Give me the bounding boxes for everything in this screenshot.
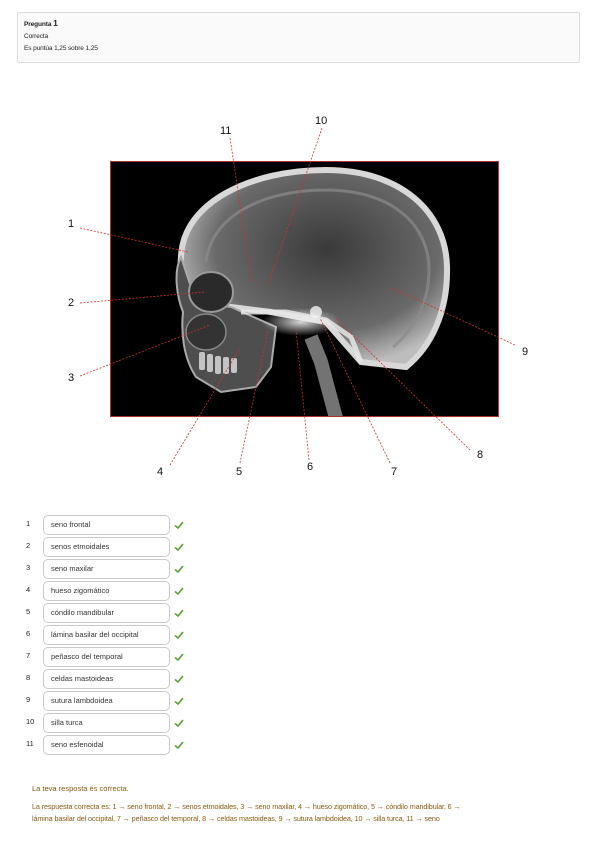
question-info-box: Pregunta 1 Correcta Es puntúa 1,25 sobre…: [17, 12, 580, 63]
answer-row: 4 hueso zigomático: [26, 581, 226, 602]
skull-xray-drawing: [175, 166, 451, 416]
answer-row: 9 sutura lambdoidea: [26, 691, 226, 712]
check-icon: [174, 587, 184, 596]
answer-select-7[interactable]: peñasco del temporal: [43, 647, 170, 667]
answer-number: 10: [26, 717, 35, 726]
figure-label-1: 1: [68, 218, 75, 230]
answer-select-6[interactable]: lámina basilar del occipital: [43, 625, 170, 645]
figure-label-3: 3: [68, 372, 75, 384]
answer-select-3[interactable]: seno maxilar: [43, 559, 170, 579]
answer-number: 7: [26, 651, 31, 660]
question-number: 1: [53, 18, 58, 28]
figure-label-9: 9: [522, 346, 529, 358]
answer-number: 2: [26, 541, 31, 550]
figure-label-7: 7: [391, 466, 398, 478]
feedback-correct-text: La teva resposta és correcta.: [32, 784, 129, 793]
answer-number: 8: [26, 673, 31, 682]
answer-row: 7 peñasco del temporal: [26, 647, 226, 668]
check-icon: [174, 697, 184, 706]
answer-row: 1 seno frontal: [26, 515, 226, 536]
feedback-right-answer-line2: lámina basilar del occipital, 7 → peñasc…: [32, 814, 440, 823]
check-icon: [174, 565, 184, 574]
check-icon: [174, 719, 184, 728]
answer-select-9[interactable]: sutura lambdoidea: [43, 691, 170, 711]
answer-select-8[interactable]: celdas mastoideas: [43, 669, 170, 689]
answer-row: 11 seno esfenoidal: [26, 735, 226, 756]
answer-number: 4: [26, 585, 31, 594]
check-icon: [174, 521, 184, 530]
answer-number: 5: [26, 607, 31, 616]
answer-select-2[interactable]: senos etmoidales: [43, 537, 170, 557]
question-state: Correcta: [24, 33, 49, 40]
answer-number: 1: [26, 519, 31, 528]
answer-row: 5 cóndilo mandibular: [26, 603, 226, 624]
check-icon: [174, 609, 184, 618]
answer-select-4[interactable]: hueso zigomático: [43, 581, 170, 601]
skull-xray-image: [110, 161, 499, 417]
question-grade: Es puntúa 1,25 sobre 1,25: [24, 45, 98, 52]
check-icon: [174, 653, 184, 662]
question-label: Pregunta: [24, 21, 52, 28]
figure-label-5: 5: [236, 466, 243, 478]
check-icon: [174, 675, 184, 684]
answer-select-5[interactable]: cóndilo mandibular: [43, 603, 170, 623]
answer-number: 3: [26, 563, 31, 572]
answer-number: 11: [26, 739, 34, 748]
figure-label-2: 2: [68, 297, 75, 309]
answer-number: 6: [26, 629, 31, 638]
answer-row: 6 lámina basilar del occipital: [26, 625, 226, 646]
check-icon: [174, 631, 184, 640]
figure-label-11: 11: [220, 125, 232, 137]
answer-row: 3 seno maxilar: [26, 559, 226, 580]
answer-row: 2 senos etmoidales: [26, 537, 226, 558]
figure-label-6: 6: [307, 461, 314, 473]
answer-select-10[interactable]: silla turca: [43, 713, 170, 733]
feedback-right-answer-line1: La respuesta correcta es: 1 → seno front…: [32, 802, 461, 811]
figure-label-4: 4: [157, 466, 164, 478]
feedback-panel: La teva resposta és correcta. La respues…: [32, 783, 567, 825]
answer-number: 9: [26, 695, 31, 704]
answer-row: 8 celdas mastoideas: [26, 669, 226, 690]
answer-select-11[interactable]: seno esfenoidal: [43, 735, 170, 755]
xray-figure: 1 2 3 4 5 6 7 8 9 10 11: [68, 115, 529, 478]
question-title: Pregunta 1: [24, 17, 573, 31]
figure-label-8: 8: [477, 449, 484, 461]
figure-label-10: 10: [315, 115, 328, 127]
answer-select-1[interactable]: seno frontal: [43, 515, 170, 535]
check-icon: [174, 741, 184, 750]
answer-row: 10 silla turca: [26, 713, 226, 734]
check-icon: [174, 543, 184, 552]
